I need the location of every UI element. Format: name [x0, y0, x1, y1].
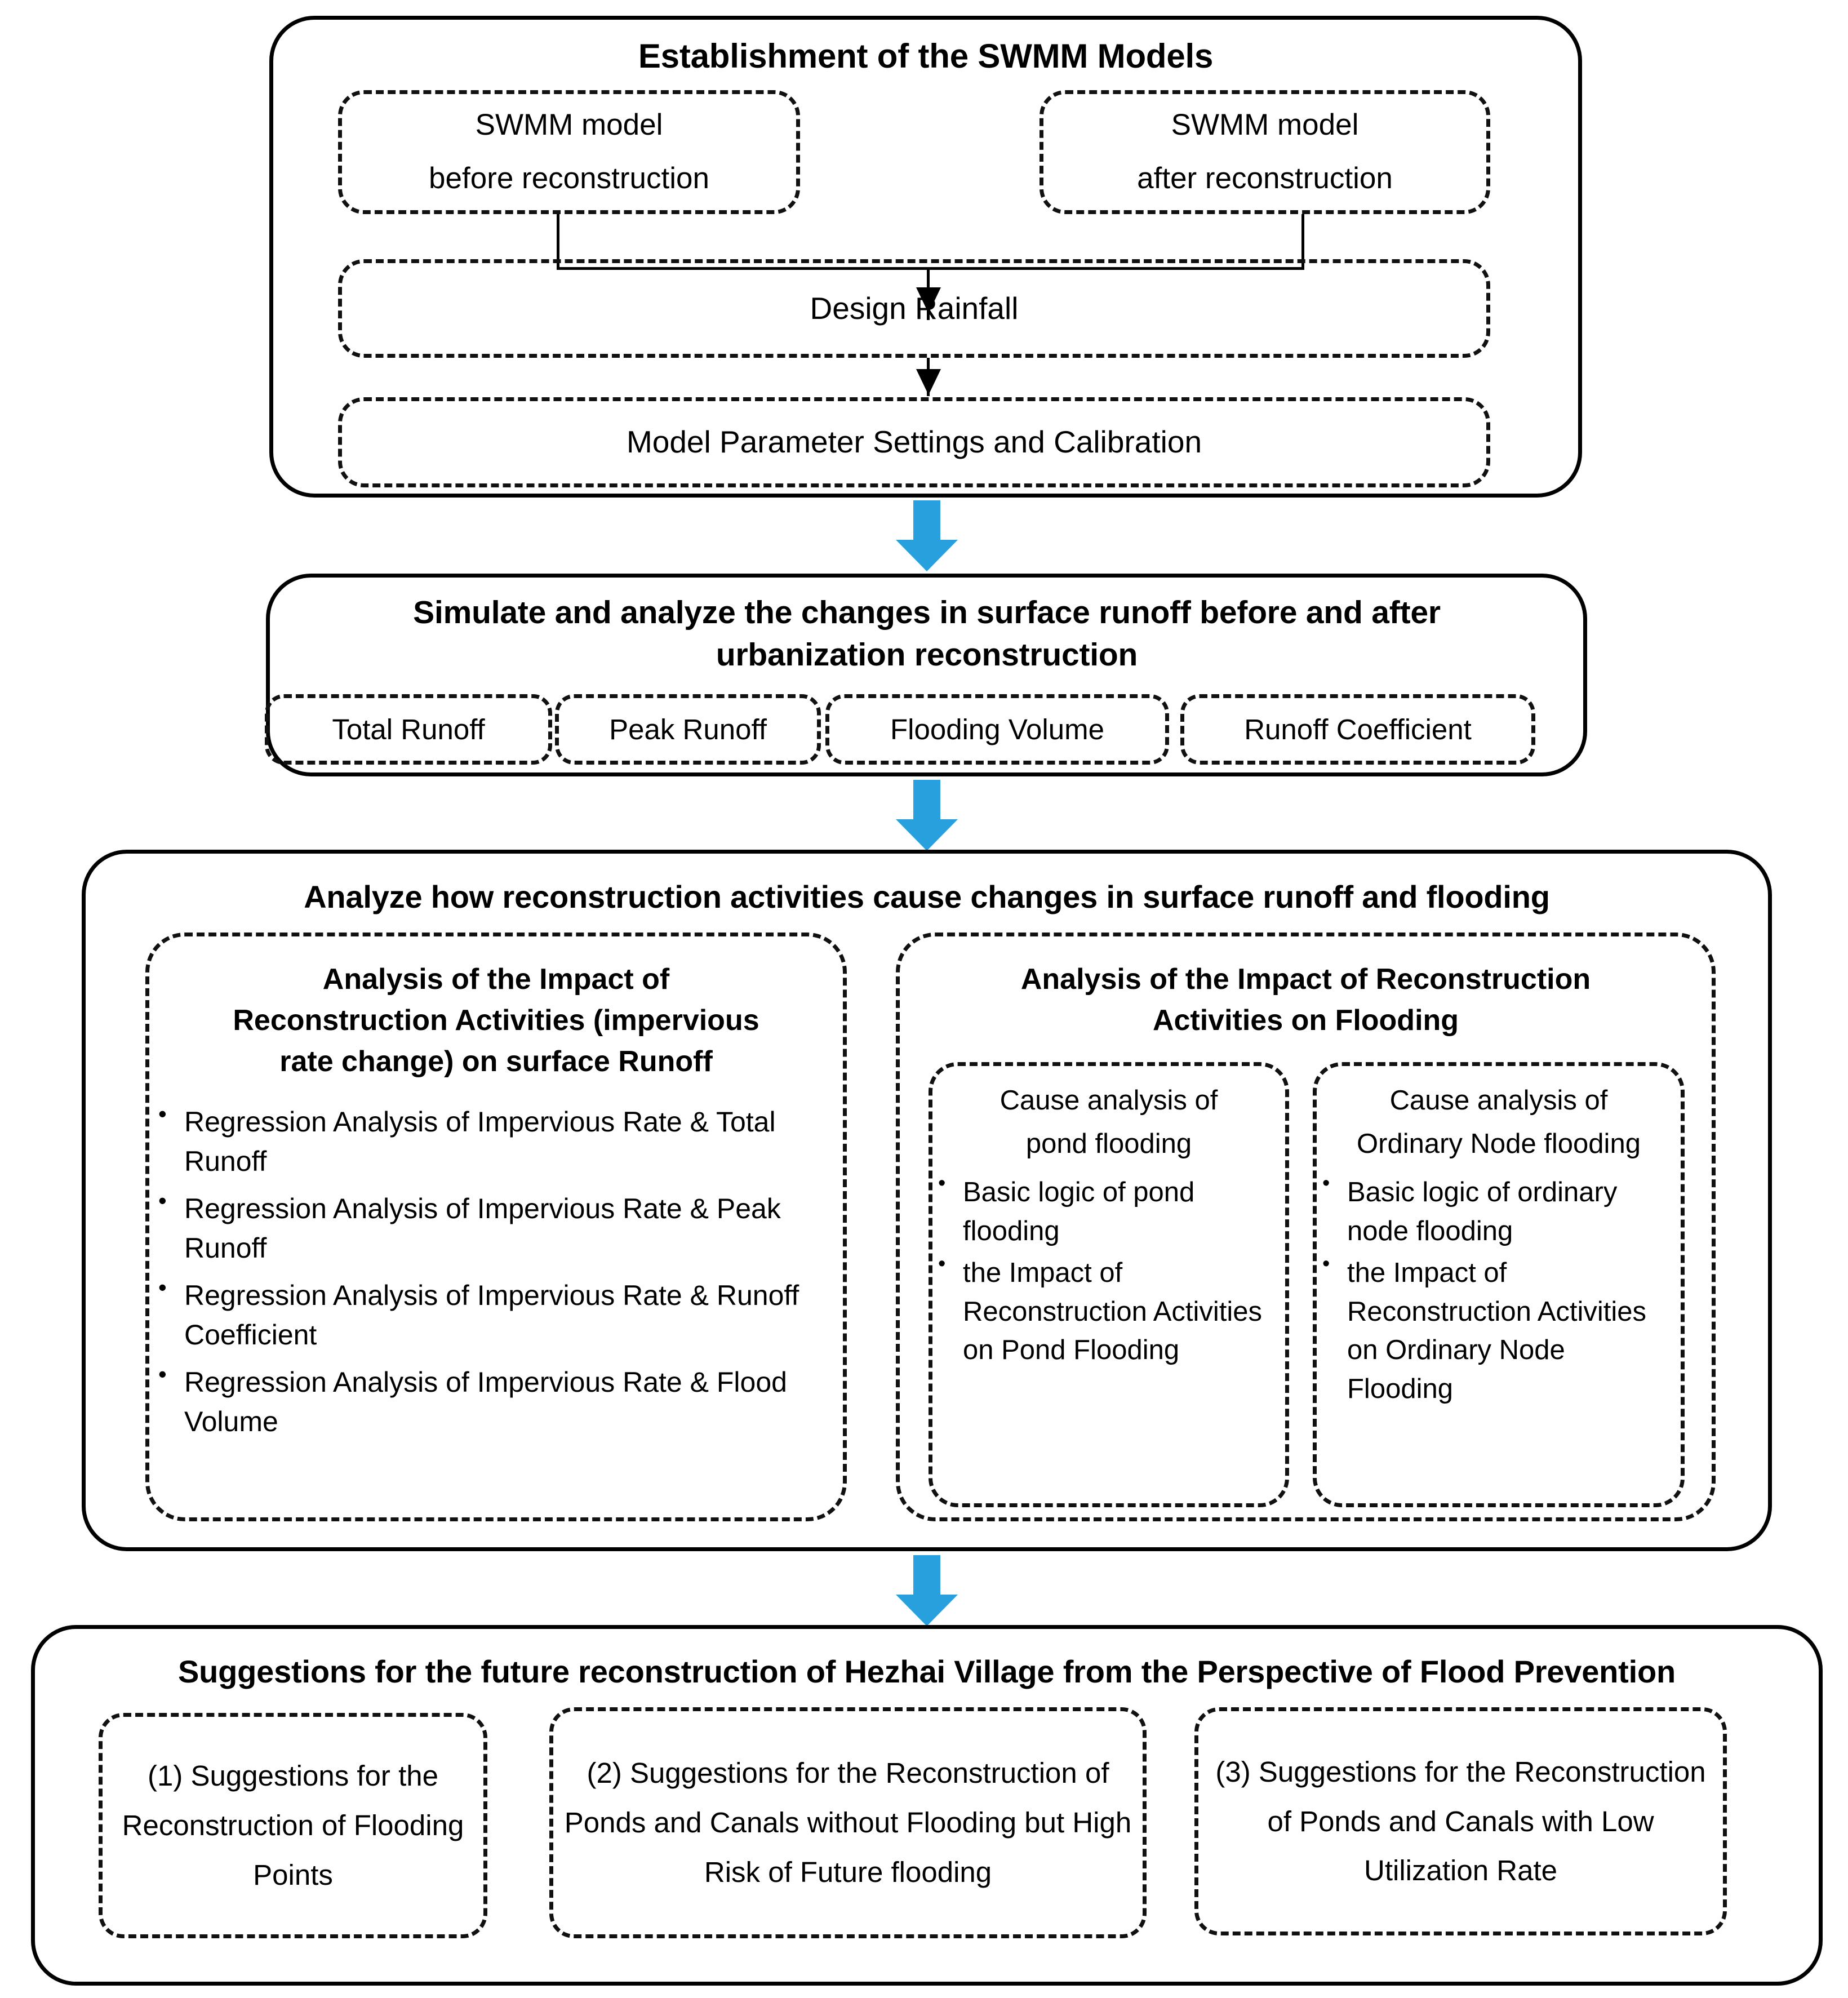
list-item: the Impact of Reconstruction Activities …: [1317, 1251, 1677, 1408]
list-item: Basic logic of ordinary node flooding: [1317, 1171, 1677, 1250]
left-panel-bullet-list: Regression Analysis of Impervious Rate &…: [149, 1100, 843, 1449]
left-panel-heading-line1: Analysis of the Impact of: [322, 963, 670, 996]
suggestion-3-text: (3) Suggestions for the Reconstruction o…: [1215, 1755, 1706, 1887]
right-panel-heading-line2: Activities on Flooding: [1152, 1004, 1459, 1037]
node-bullet-list: Basic logic of ordinary node flooding th…: [1317, 1171, 1681, 1412]
left-panel-heading-line3: rate change) on surface Runoff: [279, 1045, 713, 1078]
node-heading-line2: Ordinary Node flooding: [1357, 1129, 1641, 1160]
box-metric-peak-runoff: Peak Runoff: [555, 694, 821, 765]
list-item: Regression Analysis of Impervious Rate &…: [149, 1187, 832, 1268]
suggestion-2-text: (2) Suggestions for the Reconstruction o…: [564, 1757, 1132, 1888]
box-cause-analysis-of-pond-flooding: Cause analysis of pond flooding Basic lo…: [929, 1062, 1289, 1507]
metric-label-runoff-coefficient: Runoff Coefficient: [1244, 713, 1472, 745]
box-suggestion-1-flooding-points: (1) Suggestions for the Reconstruction o…: [99, 1713, 487, 1938]
blue-arrow-stage1-to-stage2: [896, 500, 958, 571]
metric-label-total-runoff: Total Runoff: [332, 713, 485, 745]
metric-label-peak-runoff: Peak Runoff: [609, 713, 767, 745]
box-metric-flooding-volume: Flooding Volume: [825, 694, 1169, 765]
pond-heading-line2: pond flooding: [1025, 1129, 1192, 1160]
suggestion-1-text: (1) Suggestions for the Reconstruction o…: [122, 1760, 464, 1891]
panel-impact-on-surface-runoff: Analysis of the Impact of Reconstruction…: [145, 933, 847, 1521]
stage2-title-line2: urbanization reconstruction: [716, 637, 1138, 673]
connector-join-bar: [557, 267, 1304, 270]
stage2-title: Simulate and analyze the changes in surf…: [316, 592, 1538, 676]
right-panel-heading: Analysis of the Impact of Reconstruction…: [900, 959, 1712, 1041]
blue-arrow-stage3-to-stage4: [896, 1555, 958, 1626]
box-metric-total-runoff: Total Runoff: [265, 694, 552, 765]
box-swmm-model-before-reconstruction: SWMM model before reconstruction: [338, 90, 800, 214]
list-item: Regression Analysis of Impervious Rate &…: [149, 1360, 832, 1441]
connector-arrow-to-model-parameters: [916, 369, 941, 395]
stage-suggestions-for-future-reconstruction: [31, 1625, 1823, 1986]
box-cause-analysis-of-ordinary-node-flooding: Cause analysis of Ordinary Node flooding…: [1313, 1062, 1685, 1507]
stage-establishment-of-swmm-models: [269, 16, 1582, 498]
blue-arrow-stage2-to-stage3: [896, 780, 958, 851]
swmm-after-line2: after reconstruction: [1137, 162, 1393, 195]
list-item: Regression Analysis of Impervious Rate &…: [149, 1273, 832, 1355]
left-panel-heading-line2: Reconstruction Activities (impervious: [233, 1004, 759, 1037]
swmm-after-line1: SWMM model: [1171, 108, 1359, 142]
connector-right-drop: [1301, 214, 1304, 269]
list-item: Regression Analysis of Impervious Rate &…: [149, 1100, 832, 1181]
box-metric-runoff-coefficient: Runoff Coefficient: [1180, 694, 1535, 765]
box-swmm-model-after-reconstruction: SWMM model after reconstruction: [1040, 90, 1490, 214]
connector-left-drop: [557, 214, 559, 269]
swmm-before-line2: before reconstruction: [429, 162, 709, 195]
stage3-title: Analyze how reconstruction activities ca…: [304, 879, 1550, 914]
stage4-title: Suggestions for the future reconstructio…: [177, 1654, 1676, 1689]
pond-bullet-list: Basic logic of pond flooding the Impact …: [932, 1171, 1285, 1373]
box-design-rainfall: Design Rainfall: [338, 259, 1490, 358]
box-model-parameter-settings-and-calibration: Model Parameter Settings and Calibration: [338, 397, 1490, 487]
connector-arrow-to-design-rainfall: [916, 287, 941, 313]
stage1-title: Establishment of the SWMM Models: [638, 37, 1214, 75]
node-heading-line1: Cause analysis of: [1389, 1085, 1608, 1116]
model-parameters-label: Model Parameter Settings and Calibration: [626, 424, 1202, 460]
left-panel-heading: Analysis of the Impact of Reconstruction…: [149, 959, 843, 1082]
list-item: Basic logic of pond flooding: [932, 1171, 1278, 1250]
metric-label-flooding-volume: Flooding Volume: [890, 713, 1104, 745]
box-suggestion-3-ponds-canals-low-utilization: (3) Suggestions for the Reconstruction o…: [1194, 1707, 1727, 1935]
swmm-before-line1: SWMM model: [475, 108, 663, 142]
stage2-title-line1: Simulate and analyze the changes in surf…: [413, 594, 1441, 631]
right-panel-heading-line1: Analysis of the Impact of Reconstruction: [1020, 963, 1591, 996]
list-item: the Impact of Reconstruction Activities …: [932, 1251, 1278, 1370]
design-rainfall-label: Design Rainfall: [810, 290, 1019, 326]
stage-simulate-and-analyze-runoff-changes: [266, 574, 1587, 776]
pond-heading-line1: Cause analysis of: [999, 1085, 1218, 1116]
box-suggestion-2-ponds-canals-high-risk: (2) Suggestions for the Reconstruction o…: [549, 1707, 1147, 1938]
panel-impact-on-flooding: Analysis of the Impact of Reconstruction…: [896, 933, 1716, 1521]
